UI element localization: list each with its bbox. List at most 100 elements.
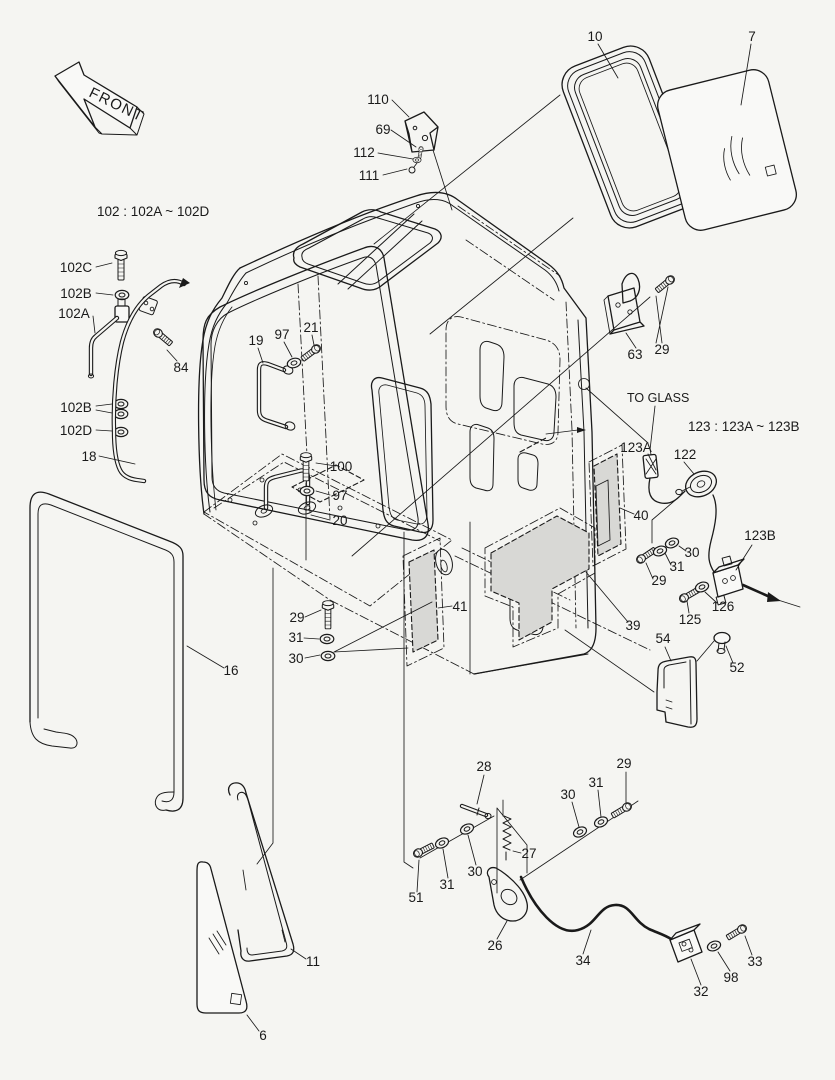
note-123-range: 123 : 123A ~ 123B: [688, 419, 799, 434]
part-label-31: 31: [669, 559, 684, 574]
part-label-7: 7: [748, 29, 756, 44]
washer-112-icon: [412, 156, 422, 164]
bolt-29-left-icon: [321, 600, 335, 630]
door-handle-recess: [435, 548, 453, 576]
washer-102B-lower-icons: [113, 398, 129, 420]
part-label-29: 29: [616, 756, 631, 771]
part-label-97: 97: [332, 488, 347, 503]
lock-32: [669, 923, 703, 963]
part-label-54: 54: [655, 631, 671, 646]
part-label-40: 40: [633, 508, 648, 523]
part-label-102B: 102B: [60, 286, 92, 301]
to-glass-note: TO GLASS: [627, 391, 689, 405]
part-label-31: 31: [439, 877, 454, 892]
panel-41: [402, 537, 445, 667]
part-label-32: 32: [693, 984, 708, 999]
limit-switch-123B: [712, 555, 801, 608]
part-label-41: 41: [452, 599, 467, 614]
part-label-34: 34: [575, 953, 591, 968]
rod-102A: [87, 298, 130, 379]
part-label-112: 112: [353, 145, 375, 160]
part-label-21: 21: [303, 320, 318, 335]
part-label-6: 6: [259, 1028, 267, 1043]
washer-97-upper-icon: [285, 356, 303, 370]
part-label-102B: 102B: [60, 400, 92, 415]
panel-40: [588, 444, 627, 567]
part-label-30: 30: [560, 787, 575, 802]
part-label-63: 63: [627, 347, 642, 362]
part-label-31: 31: [288, 630, 303, 645]
front-direction-arrow: FRONT: [54, 61, 147, 136]
part-label-30: 30: [467, 864, 482, 879]
cable-reel-122: [651, 470, 718, 544]
part-label-33: 33: [747, 954, 762, 969]
washer-30-latchL-icon: [458, 821, 476, 837]
washer-30-left-icon: [320, 650, 336, 662]
push-pin-52: [696, 631, 731, 662]
part-label-110: 110: [367, 92, 389, 107]
part-label-102C: 102C: [60, 260, 93, 275]
part-labels: 110 69 112 111 10 7 102C 102B 102A 84 10…: [58, 29, 776, 1043]
washer-102B-upper-icon: [114, 289, 130, 301]
part-label-97: 97: [274, 327, 289, 342]
part-label-102A: 102A: [58, 306, 90, 321]
part-label-29: 29: [289, 610, 304, 625]
part-label-39: 39: [625, 618, 640, 633]
washer-98-icon: [705, 938, 723, 954]
part-label-51: 51: [408, 890, 423, 905]
part-label-98: 98: [723, 970, 738, 985]
washer-30-latchR-icon: [571, 824, 589, 840]
bolt-33-icon: [724, 922, 749, 942]
bolt-29-latchR-icon: [609, 800, 634, 820]
part-label-18: 18: [81, 449, 96, 464]
mirror-bracket-110: [404, 111, 453, 211]
part-label-30: 30: [288, 651, 303, 666]
pin-111-icon: [408, 162, 418, 174]
part-label-111: 111: [359, 168, 380, 183]
part-label-69: 69: [375, 122, 390, 137]
washer-97-lower-icon: [299, 485, 315, 497]
part-label-26: 26: [487, 938, 502, 953]
part-label-27: 27: [521, 846, 536, 861]
cab-body: [197, 191, 651, 869]
part-label-30: 30: [684, 545, 699, 560]
spring-27: [502, 799, 512, 861]
bolt-102C-icon: [114, 249, 128, 281]
part-label-29: 29: [654, 342, 669, 357]
corner-glass-6: [196, 861, 248, 1014]
cover-panel-54: [656, 656, 698, 728]
grab-handle-19: [256, 361, 296, 431]
part-label-123B: 123B: [744, 528, 776, 543]
door-seal-16: [29, 491, 184, 812]
bolt-29-mid-icon: [634, 545, 658, 566]
part-label-84: 84: [173, 360, 189, 375]
part-label-52: 52: [729, 660, 744, 675]
part-label-28: 28: [476, 759, 491, 774]
cable-123A: [642, 405, 717, 573]
weather-strip-18: [111, 278, 190, 484]
rear-window-glass-7: [657, 69, 797, 231]
part-label-123A: 123A: [620, 440, 652, 455]
part-label-102D: 102D: [60, 423, 93, 438]
part-label-20: 20: [332, 513, 347, 528]
note-102-range: 102 : 102A ~ 102D: [97, 204, 209, 219]
latch-bracket-63: [603, 272, 645, 335]
panel-39: [484, 507, 596, 648]
bolt-69-icon: [416, 145, 424, 159]
part-label-100: 100: [330, 459, 353, 474]
part-label-31: 31: [588, 775, 603, 790]
part-label-11: 11: [306, 954, 320, 969]
part-label-125: 125: [679, 612, 702, 627]
part-label-29: 29: [651, 573, 666, 588]
washer-31-left-icon: [319, 633, 335, 645]
bolt-84-icon: [151, 326, 175, 348]
part-label-122: 122: [674, 447, 697, 462]
corner-seal-11: [227, 782, 295, 962]
bolt-29-top-icon: [653, 273, 677, 295]
part-label-10: 10: [587, 29, 602, 44]
leader-lines: [92, 43, 753, 1032]
bolt-21-icon: [299, 342, 323, 363]
part-label-126: 126: [712, 599, 735, 614]
